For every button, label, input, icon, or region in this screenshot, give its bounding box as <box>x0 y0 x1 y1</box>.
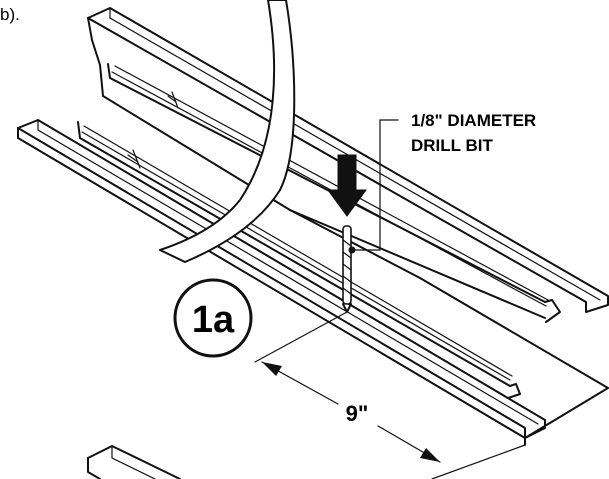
callout-line-2: DRILL BIT <box>411 136 493 155</box>
callout-leader <box>348 119 399 254</box>
drill-bit <box>342 225 352 313</box>
step-badge: 1a <box>173 278 253 358</box>
lower-partial-rail <box>87 445 181 479</box>
dimension-label: 9" <box>346 401 369 426</box>
down-arrow <box>327 154 367 217</box>
cable-curve <box>159 0 296 263</box>
callout-line-1: 1/8" DIAMETER <box>411 111 536 130</box>
lower-channel-rail <box>17 119 609 446</box>
step-badge-label: 1a <box>192 299 235 341</box>
dimension-line <box>254 311 526 479</box>
caption-fragment: b). <box>0 5 20 24</box>
